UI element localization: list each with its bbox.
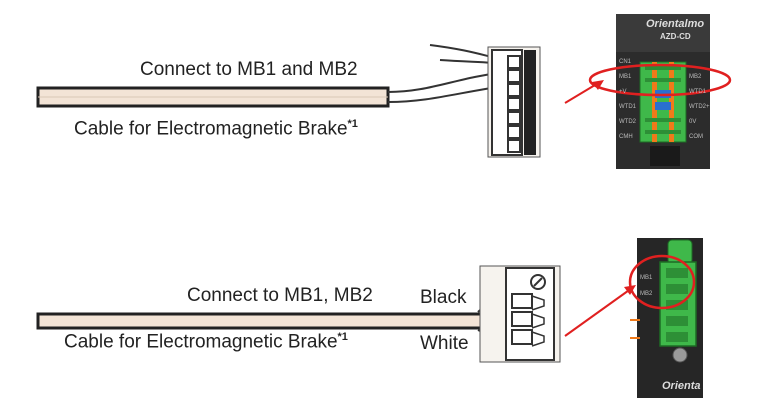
photo-label: WTD1 [619, 104, 636, 110]
top-brake-cable [36, 86, 390, 108]
bottom-white-label: White [420, 333, 469, 354]
cable-label-text: Cable for Electromagnetic Brake [74, 118, 348, 140]
top-photo-right-labels: MB2 WTD1 WTD2+ 0V COM [689, 70, 710, 145]
bottom-black-label: Black [420, 287, 467, 308]
top-photo-brand: Orientalmo [646, 18, 705, 30]
bottom-driver-photo [630, 238, 703, 398]
photo-label: MB2 [689, 74, 702, 80]
bottom-red-arrow [564, 285, 636, 337]
top-cable-label: Cable for Electromagnetic Brake*1 [74, 118, 358, 140]
photo-label: MB1 [619, 74, 632, 80]
footnote-marker: *1 [337, 331, 348, 343]
bottom-photo-brand: Orienta [662, 380, 701, 392]
bottom-cable-label: Cable for Electromagnetic Brake*1 [64, 331, 348, 353]
bottom-connect-label: Connect to MB1, MB2 [187, 285, 373, 306]
photo-label: 0V [689, 119, 697, 125]
footnote-marker: *1 [347, 118, 358, 130]
top-driver-photo [616, 14, 710, 169]
photo-label: WTD2 [619, 119, 636, 125]
bottom-highlight-ellipse [628, 254, 696, 310]
bottom-terminal-block-drawing [479, 265, 561, 363]
top-photo-model: AZD-CD [660, 32, 691, 41]
top-highlight-ellipse [588, 63, 732, 97]
top-connect-label: Connect to MB1 and MB2 [140, 59, 358, 80]
cable-label-text: Cable for Electromagnetic Brake [64, 331, 338, 353]
photo-label: MB2 [640, 291, 653, 297]
bottom-photo-left-labels: MB1 MB2 [640, 270, 652, 302]
photo-label: COM [689, 134, 703, 140]
photo-label: CMH [619, 134, 633, 140]
bottom-brake-cable [36, 312, 490, 330]
photo-label: WTD1 [689, 89, 706, 95]
photo-label: CN1 [619, 59, 632, 65]
photo-label: WTD2+ [689, 104, 710, 110]
photo-label: MB1 [640, 275, 653, 281]
top-photo-left-labels: CN1 MB1 +V WTD1 WTD2 CMH [619, 55, 636, 145]
top-red-arrow [564, 80, 604, 104]
top-terminal-block-drawing [487, 46, 541, 158]
top-cable-wires [387, 71, 506, 103]
photo-label: +V [619, 89, 627, 95]
